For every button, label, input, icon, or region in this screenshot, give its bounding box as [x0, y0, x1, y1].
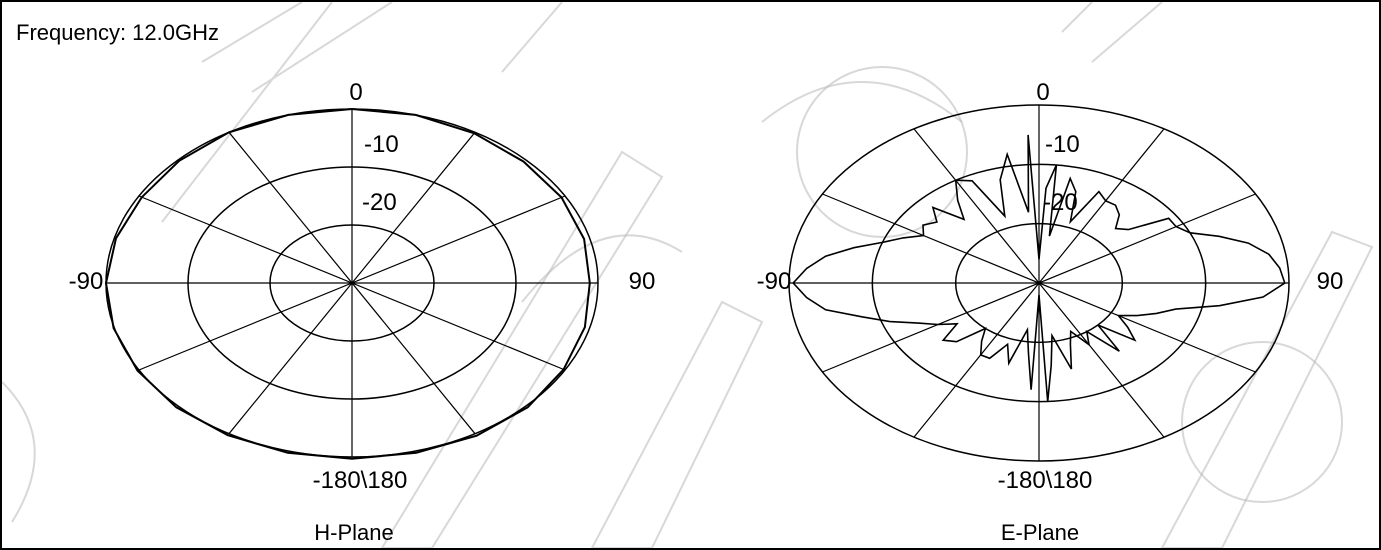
frequency-label: Frequency: 12.0GHz [16, 20, 219, 45]
e-plane-angle-label-right: 90 [1317, 268, 1344, 295]
h-plane-radial-label-1: -20 [362, 189, 397, 216]
h-plane-pattern-curve [104, 107, 591, 460]
e-plane-chart: 0 -90 90 -180\180 -10 -20 E-Plane [757, 79, 1344, 545]
e-plane-radial-label-0: -10 [1045, 131, 1080, 158]
e-plane-grid [788, 104, 1290, 462]
h-plane-angle-label-bottom: -180\180 [313, 467, 408, 494]
e-plane-angle-label-top: 0 [1036, 79, 1049, 106]
e-plane-radial-label-1: -20 [1043, 189, 1078, 216]
h-plane-angle-label-left: -90 [69, 268, 104, 295]
e-plane-angle-label-bottom: -180\180 [998, 467, 1093, 494]
e-plane-pattern-curve [792, 134, 1286, 402]
h-plane-angle-label-top: 0 [349, 79, 362, 106]
e-plane-label: E-Plane [1001, 520, 1079, 545]
h-plane-chart: 0 -90 90 -180\180 -10 -20 H-Plane [69, 79, 656, 545]
h-plane-label: H-Plane [314, 520, 393, 545]
h-plane-radial-label-0: -10 [364, 131, 399, 158]
h-plane-angle-label-right: 90 [629, 268, 656, 295]
h-plane-spoke-5 [228, 131, 476, 435]
e-plane-angle-label-left: -90 [757, 268, 792, 295]
